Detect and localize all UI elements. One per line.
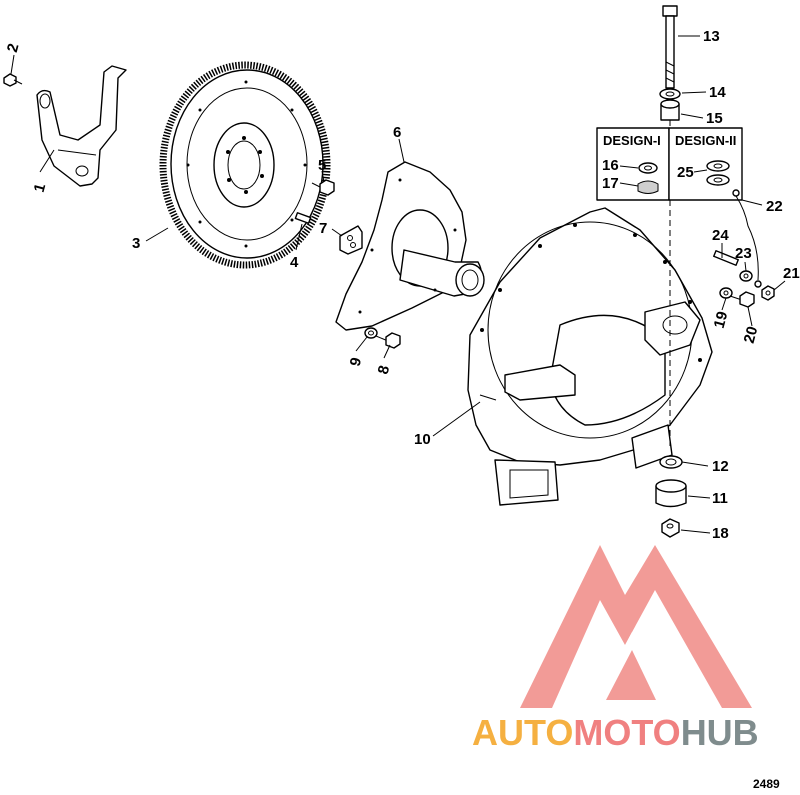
callout-19: 19 <box>711 310 732 331</box>
callout-9: 9 <box>347 356 366 368</box>
callout-23: 23 <box>735 245 752 262</box>
callout-6: 6 <box>393 124 401 141</box>
part-1-bracket <box>36 65 127 187</box>
callout-4: 4 <box>290 254 299 271</box>
part-13-stud <box>662 5 678 89</box>
callout-10: 10 <box>414 431 431 448</box>
design-1-title: DESIGN-I <box>603 133 661 148</box>
callout-13: 13 <box>703 28 720 45</box>
part-8-bolt <box>375 332 401 349</box>
watermark-moto: MOTO <box>573 712 680 753</box>
part-9-washer <box>364 327 378 339</box>
callout-11: 11 <box>712 490 728 507</box>
callout-14: 14 <box>709 84 726 101</box>
part-21-nut <box>761 285 775 301</box>
watermark-auto: AUTO <box>472 712 573 753</box>
design-1-box: DESIGN-I <box>596 127 670 201</box>
part-14-washer <box>659 88 681 100</box>
part-11-mount <box>655 479 687 508</box>
part-12-washer <box>659 455 683 469</box>
part-19-washer <box>719 287 733 299</box>
callout-17: 17 <box>602 175 619 192</box>
callout-16: 16 <box>602 157 619 174</box>
callout-22: 22 <box>766 198 783 215</box>
callout-25: 25 <box>677 164 694 181</box>
watermark-logo <box>520 545 752 708</box>
figure-number: 2489 <box>753 777 780 791</box>
callout-12: 12 <box>712 458 729 475</box>
design-2-title: DESIGN-II <box>675 133 736 148</box>
part-7-plate <box>339 225 363 255</box>
watermark-text: AUTOMOTOHUB <box>472 712 759 753</box>
callout-2: 2 <box>4 42 23 54</box>
callout-labels: 1 2 3 4 5 6 7 8 9 10 11 12 13 14 15 16 1… <box>4 28 800 542</box>
callout-18: 18 <box>712 525 729 542</box>
part-2-bolt <box>3 73 23 87</box>
part-20-bolt <box>729 291 755 308</box>
part-23-washer <box>739 270 753 282</box>
callout-20: 20 <box>741 325 762 346</box>
callout-7: 7 <box>319 220 327 237</box>
part-22-ground-wire <box>732 189 762 288</box>
callout-3: 3 <box>132 235 140 252</box>
part-3-flywheel <box>159 61 331 269</box>
part-10-flywheel-housing <box>467 207 713 506</box>
part-4-dowel-pin <box>294 212 312 224</box>
part-24-stud <box>713 250 739 266</box>
part-5-bolt <box>311 179 335 196</box>
watermark-hub: HUB <box>681 712 759 753</box>
design-2-box: DESIGN-II <box>668 127 743 201</box>
callout-15: 15 <box>706 110 723 127</box>
leader-lines <box>10 35 786 534</box>
callout-5: 5 <box>318 157 326 174</box>
part-15-spacer <box>660 99 680 121</box>
part-6-drive-plate <box>335 161 485 331</box>
callout-8: 8 <box>375 364 394 376</box>
callout-1: 1 <box>31 182 50 194</box>
callout-21: 21 <box>783 265 800 282</box>
part-18-nut <box>661 518 680 538</box>
callout-24: 24 <box>712 227 729 244</box>
